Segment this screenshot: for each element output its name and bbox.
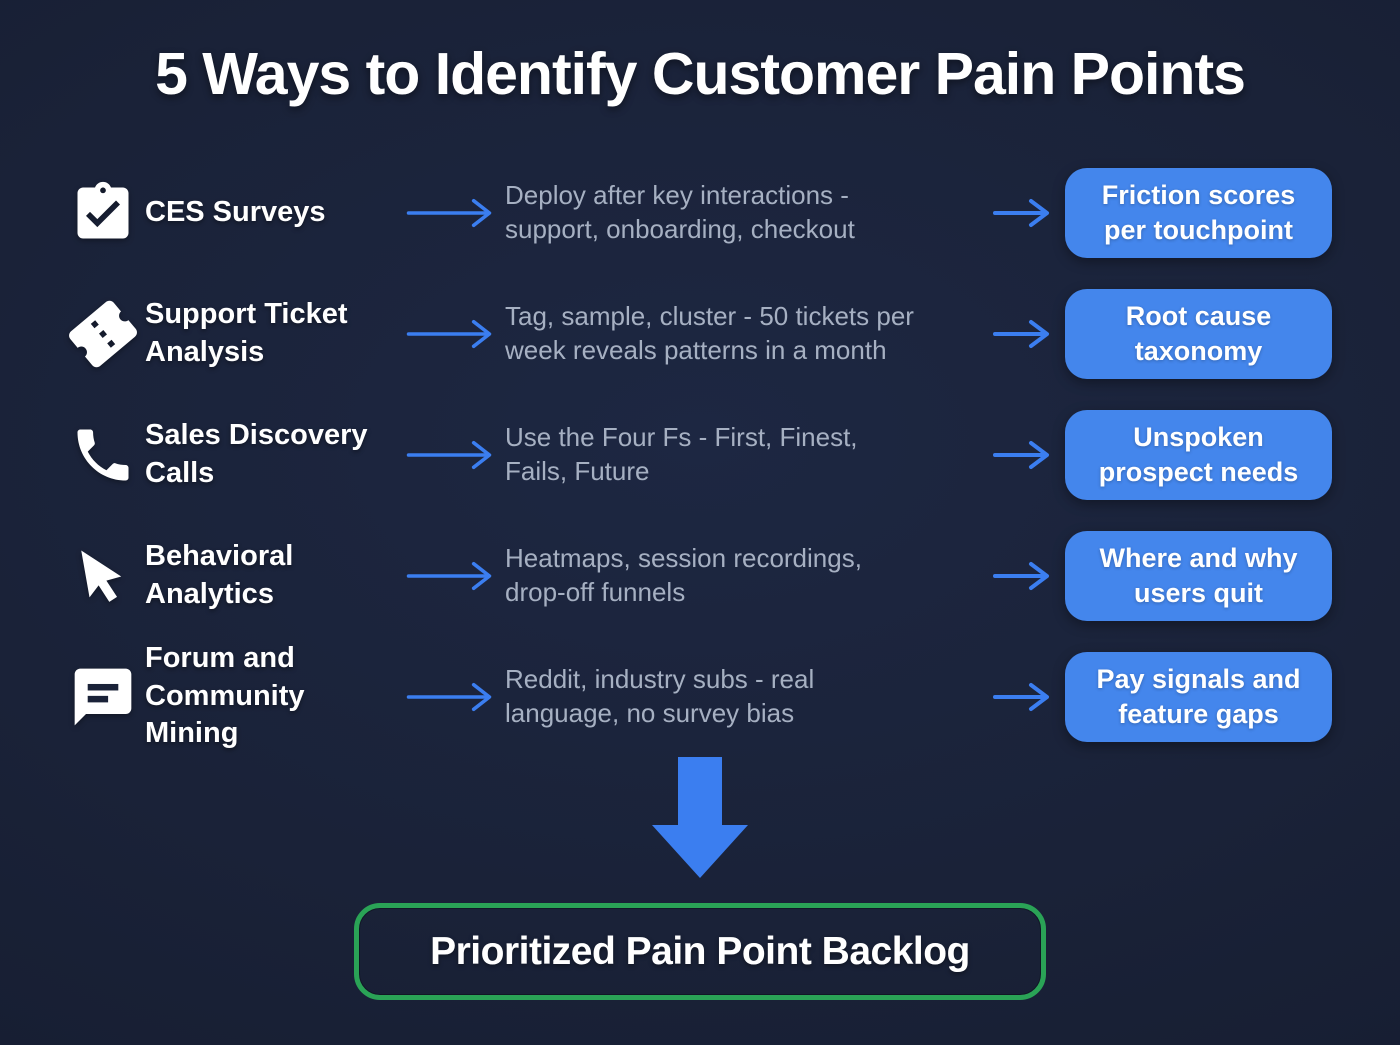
method-label: Support Ticket Analysis — [145, 297, 348, 368]
method-label: Forum and Community Mining — [145, 641, 305, 750]
method-row: Behavioral Analytics Heatmaps, session r… — [0, 515, 1400, 636]
outcome-label: Root cause taxonomy — [1125, 301, 1272, 366]
page-title: 5 Ways to Identify Customer Pain Points — [155, 41, 1246, 107]
flow-arrow-icon — [993, 319, 1049, 348]
method-icon-cell — [60, 663, 145, 731]
flow-arrow-icon — [406, 440, 492, 469]
method-description: Use the Four Fs - First, Finest, Fails, … — [505, 422, 858, 486]
method-description: Reddit, industry subs - real language, n… — [505, 664, 815, 728]
method-label: CES Surveys — [145, 195, 326, 228]
method-description: Tag, sample, cluster - 50 tickets per we… — [505, 301, 914, 365]
method-row: Sales Discovery Calls Use the Four Fs - … — [0, 394, 1400, 515]
method-icon-cell — [60, 542, 145, 610]
method-description: Deploy after key interactions - support,… — [505, 180, 855, 244]
method-icon-cell — [60, 421, 145, 489]
outcome-badge: Unspoken prospect needs — [1065, 409, 1332, 500]
backlog-box: Prioritized Pain Point Backlog — [354, 903, 1046, 1000]
flow-arrow-icon — [993, 682, 1049, 711]
clipboard-check-icon — [69, 179, 137, 247]
method-row: Support Ticket Analysis Tag, sample, clu… — [0, 273, 1400, 394]
outcome-label: Friction scores per touchpoint — [1101, 180, 1296, 245]
methods-list: CES Surveys Deploy after key interaction… — [0, 152, 1400, 757]
outcome-badge: Where and why users quit — [1065, 530, 1332, 621]
method-label: Behavioral Analytics — [145, 539, 294, 610]
method-row: CES Surveys Deploy after key interaction… — [0, 152, 1400, 273]
down-arrow-icon — [650, 757, 750, 879]
backlog-label: Prioritized Pain Point Backlog — [430, 929, 970, 973]
phone-icon — [69, 421, 137, 489]
cursor-icon — [69, 542, 137, 610]
method-row: Forum and Community Mining Reddit, indus… — [0, 636, 1400, 757]
outcome-label: Unspoken prospect needs — [1098, 422, 1299, 487]
method-icon-cell — [60, 300, 145, 368]
flow-arrow-icon — [406, 561, 492, 590]
flow-arrow-icon — [993, 440, 1049, 469]
outcome-label: Where and why users quit — [1099, 543, 1298, 608]
flow-arrow-icon — [993, 561, 1049, 590]
outcome-badge: Root cause taxonomy — [1065, 288, 1332, 379]
method-icon-cell — [60, 179, 145, 247]
ticket-icon — [68, 300, 137, 368]
method-label: Sales Discovery Calls — [145, 418, 368, 489]
flow-arrow-icon — [406, 198, 492, 227]
flow-arrow-icon — [993, 198, 1049, 227]
outcome-badge: Friction scores per touchpoint — [1065, 167, 1332, 258]
outcome-badge: Pay signals and feature gaps — [1065, 651, 1332, 742]
forum-icon — [69, 663, 137, 731]
method-description: Heatmaps, session recordings, drop-off f… — [505, 543, 862, 607]
flow-arrow-icon — [406, 682, 492, 711]
flow-arrow-icon — [406, 319, 492, 348]
outcome-label: Pay signals and feature gaps — [1096, 664, 1301, 729]
